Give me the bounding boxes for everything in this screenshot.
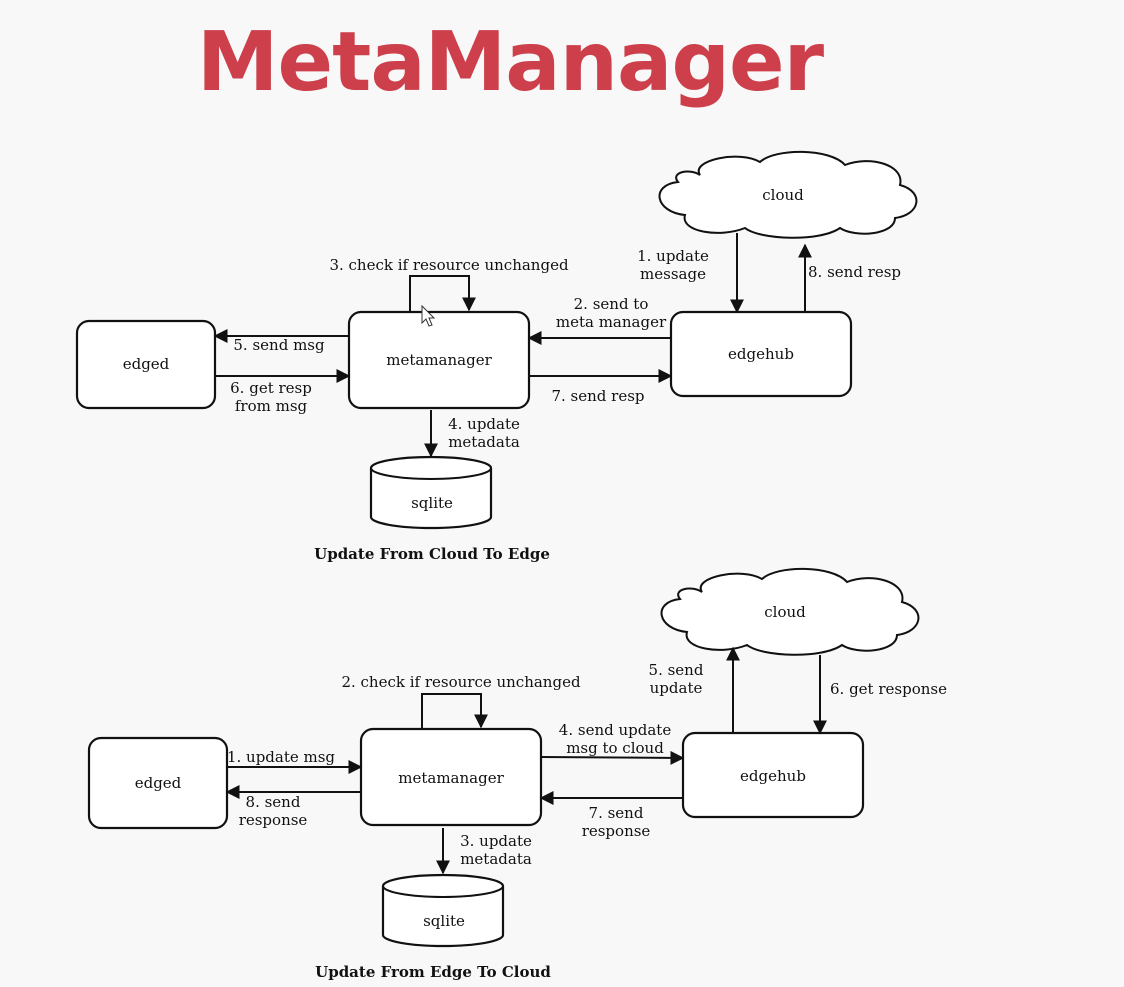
bottom-edgehub-node: edgehub [681, 731, 865, 819]
top-edgehub-label: edgehub [728, 345, 794, 363]
bottom-label-send-response-hub-1: 7. send [589, 804, 644, 822]
bottom-label-get-response: 6. get response [830, 680, 947, 698]
top-label-update-message-2: message [640, 265, 706, 283]
top-label-update-metadata-2: metadata [448, 433, 520, 451]
bottom-sqlite-node: sqlite [381, 873, 505, 948]
bottom-sqlite-label: sqlite [423, 912, 465, 930]
page-title: MetaManager [196, 15, 824, 110]
bottom-arrow-send-update-cloud [540, 750, 685, 765]
bottom-edged-box [87, 736, 229, 830]
bottom-cloud-shape [660, 567, 920, 656]
top-cloud-shape [658, 150, 918, 239]
top-sqlite-cylinder [369, 455, 493, 530]
bottom-metamanager-label: metamanager [398, 769, 504, 787]
bottom-label-send-update-cloud-2: msg to cloud [566, 739, 664, 757]
mouse-cursor-icon [421, 304, 436, 327]
bottom-edged-label: edged [135, 774, 182, 792]
top-caption: Update From Cloud To Edge [314, 545, 550, 563]
bottom-label-send-update-cloud-1: 4. send update [559, 721, 672, 739]
top-label-send-msg: 5. send msg [233, 336, 325, 354]
top-metamanager-node: metamanager [347, 310, 531, 410]
bottom-label-update-msg: 1. update msg [227, 748, 335, 766]
top-metamanager-label: metamanager [386, 351, 492, 369]
top-cloud-node: cloud [658, 150, 918, 239]
top-label-update-metadata-1: 4. update [448, 415, 520, 433]
bottom-metamanager-box [359, 727, 543, 827]
top-label-send-to-meta-2: meta manager [556, 313, 667, 331]
top-label-get-resp-2: from msg [235, 397, 308, 415]
top-diagram: cloud edged metamanager edgehub sqlite [75, 150, 918, 563]
top-edged-label: edged [123, 355, 170, 373]
bottom-edgehub-box [681, 731, 865, 819]
bottom-label-send-response-hub-2: response [582, 822, 651, 840]
bottom-label-send-response-edged-2: response [239, 811, 308, 829]
top-cloud-label: cloud [762, 186, 804, 204]
top-edgehub-node: edgehub [669, 310, 853, 398]
bottom-sqlite-cylinder [381, 873, 505, 948]
top-label-send-resp: 7. send resp [551, 387, 644, 405]
bottom-label-send-response-edged-1: 8. send [246, 793, 301, 811]
bottom-label-check-unchanged: 2. check if resource unchanged [341, 673, 581, 691]
top-sqlite-label: sqlite [411, 494, 453, 512]
bottom-caption: Update From Edge To Cloud [315, 963, 551, 981]
bottom-arrow-check-unchanged [421, 693, 488, 729]
top-label-update-message-1: 1. update [637, 247, 709, 265]
bottom-cloud-node: cloud [660, 567, 920, 656]
bottom-cloud-label: cloud [764, 603, 806, 621]
bottom-label-send-update-2: update [650, 679, 703, 697]
bottom-metamanager-node: metamanager [359, 727, 543, 827]
top-edgehub-box [669, 310, 853, 398]
top-metamanager-box [347, 310, 531, 410]
bottom-label-send-update-1: 5. send [649, 661, 704, 679]
top-edged-box [75, 319, 217, 410]
top-label-send-to-meta-1: 2. send to [574, 295, 649, 313]
bottom-label-update-metadata-2: metadata [460, 850, 532, 868]
top-sqlite-node: sqlite [369, 455, 493, 530]
bottom-edgehub-label: edgehub [740, 767, 806, 785]
top-label-check-unchanged: 3. check if resource unchanged [329, 256, 569, 274]
top-edged-node: edged [75, 319, 217, 410]
top-label-get-resp-1: 6. get resp [230, 379, 312, 397]
bottom-edged-node: edged [87, 736, 229, 830]
top-label-send-resp-cloud: 8. send resp [808, 263, 901, 281]
bottom-label-update-metadata-1: 3. update [460, 832, 532, 850]
bottom-diagram: cloud edged metamanager edgehub sqlite [87, 567, 947, 981]
top-arrow-check-unchanged [409, 275, 476, 312]
